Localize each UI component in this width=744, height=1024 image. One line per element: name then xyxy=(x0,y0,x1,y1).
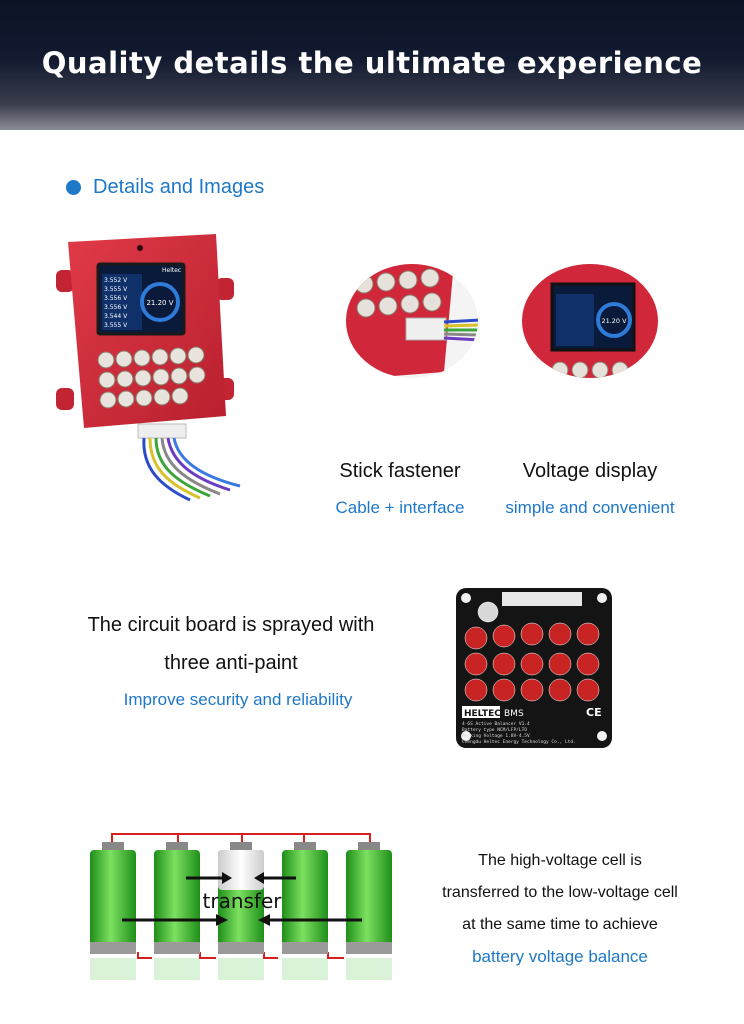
balance-text-line2: transferred to the low-voltage cell xyxy=(442,884,678,901)
circuit-subtitle: Improve security and reliability xyxy=(123,690,353,709)
circuit-board-image: HELTEC BMS CE 4-6S Active Balancer V1.4 … xyxy=(456,588,612,748)
screen-logo: Heltec xyxy=(162,267,181,274)
bullet-dot-icon xyxy=(66,179,81,195)
device-cell-reading: 3.555 V xyxy=(104,322,128,329)
device-cell-reading: 3.556 V xyxy=(104,295,128,302)
balancer-device-image: 21.20 V Heltec 3.552 V 3.555 V 3.556 V 3… xyxy=(56,234,241,502)
device-cell-reading: 3.552 V xyxy=(104,277,128,284)
board-brand-bms: BMS xyxy=(504,709,524,719)
battery-balance-diagram: transfer xyxy=(90,833,392,980)
board-brand-heltec: HELTEC xyxy=(464,709,501,719)
transfer-arrows-icon xyxy=(122,872,362,926)
closeup-total-voltage: 21.20 V xyxy=(601,317,627,325)
device-total-voltage: 21.20 V xyxy=(146,299,173,307)
board-spec-line: 4-6S Active Balancer V1.4 xyxy=(462,721,530,727)
cable-interface-closeup xyxy=(346,264,478,378)
feature-subtitle-cable-interface: Cable + interface xyxy=(335,498,465,517)
device-cell-reading: 3.544 V xyxy=(104,313,128,320)
voltage-display-closeup: 21.20 V xyxy=(522,264,658,378)
device-cell-reading: 3.556 V xyxy=(104,304,128,311)
banner-title: Quality details the ultimate experience xyxy=(41,46,703,80)
balance-text-line1: The high-voltage cell is xyxy=(478,852,642,869)
board-spec-line: Working Voltage 1.8V-4.5V xyxy=(462,733,530,739)
board-spec-line: Chengdu Heltec Energy Technology Co., Lt… xyxy=(462,739,576,745)
feature-title-stick-fastener: Stick fastener xyxy=(339,460,461,482)
transfer-label: transfer xyxy=(203,889,283,913)
feature-title-voltage-display: Voltage display xyxy=(522,460,658,482)
section-title: Details and Images xyxy=(93,175,265,198)
header-banner: Quality details the ultimate experience xyxy=(0,0,744,130)
board-spec-line: Battery type NCM/LFP/LTO xyxy=(462,727,527,733)
circuit-text-line2: three anti-paint xyxy=(164,652,298,674)
feature-subtitle-simple-convenient: simple and convenient xyxy=(505,498,675,517)
section-heading: Details and Images xyxy=(66,175,264,199)
circuit-text-line1: The circuit board is sprayed with xyxy=(87,614,375,636)
device-cell-reading: 3.555 V xyxy=(104,286,128,293)
balance-text-line3: at the same time to achieve xyxy=(462,916,658,933)
balance-highlight: battery voltage balance xyxy=(472,947,648,966)
ce-mark-icon: CE xyxy=(586,706,602,719)
